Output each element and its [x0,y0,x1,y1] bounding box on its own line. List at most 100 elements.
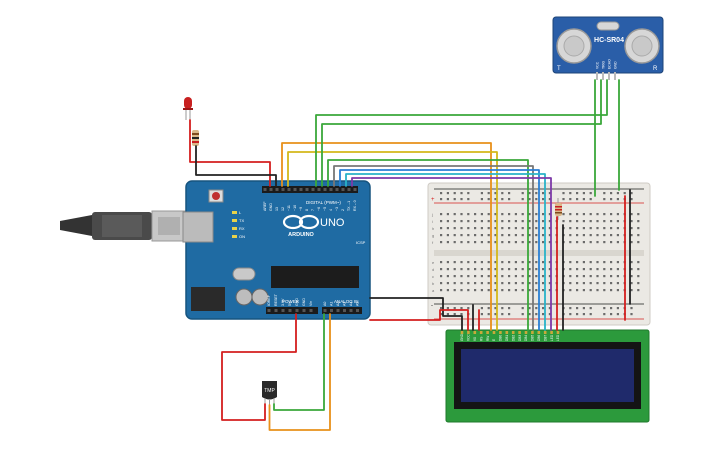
rail-hole [501,198,504,201]
terminal-hole [630,275,633,278]
terminal-hole [521,275,524,278]
rail-hole [446,307,449,310]
digital-pin-label: 2 [341,209,345,211]
lcd-pin-label: LED [556,334,560,341]
lcd-pin [531,331,534,334]
analog-pin-socket [330,309,333,312]
terminal-hole [508,275,511,278]
terminal-hole [610,268,613,271]
analog-in-label: ANALOG IN [334,299,359,304]
terminal-hole [603,227,606,230]
rail-hole [521,307,524,310]
terminal-hole [446,220,449,223]
wire-led-anode [195,145,277,187]
board-led [232,219,237,222]
terminal-hole [548,268,551,271]
rail-hole [508,192,511,195]
rail-hole [610,313,613,316]
terminal-hole [603,261,606,264]
terminal-hole [610,213,613,216]
terminal-hole [582,227,585,230]
lcd-pin-label: DB4 [524,335,528,341]
terminal-hole [440,227,443,230]
lcd-pin [518,331,521,334]
row-letter: i [432,219,433,224]
rail-hole [542,192,545,195]
terminal-hole [474,268,477,271]
rail-hole [535,198,538,201]
rail-hole [630,313,633,316]
terminal-hole [453,241,456,244]
terminal-hole [589,213,592,216]
wire-green-echo [321,79,602,187]
digital-pin-socket [263,188,267,191]
temp-sensor-label: TMP [264,388,275,394]
rail-hole [535,313,538,316]
terminal-hole [589,268,592,271]
terminal-hole [610,227,613,230]
terminal-hole [446,275,449,278]
terminal-hole [528,282,531,285]
arduino-uno-board: ARDUINO UNO DIGITAL (PWM~) POWER ANALOG … [182,180,371,320]
terminal-hole [480,275,483,278]
sensor-pin-label: TRIG [601,61,605,69]
terminal-hole [569,227,572,230]
terminal-hole [582,213,585,216]
analog-pin-label: A0 [323,302,327,306]
row-letter: a [432,288,435,293]
terminal-hole [637,282,640,285]
lcd-pin [505,331,509,334]
rail-hole [589,313,592,316]
digital-pin-socket [341,188,345,191]
power-pin-socket [274,309,278,312]
terminal-hole [467,289,470,292]
analog-pin-socket [336,309,340,312]
terminal-hole [576,282,579,285]
terminal-hole [582,220,585,223]
terminal-hole [548,227,551,230]
terminal-hole [508,227,511,230]
terminal-hole [474,213,477,216]
terminal-hole [582,275,585,278]
terminal-hole [494,213,497,216]
lcd-pin-label: DB5 [531,335,535,341]
terminal-hole [603,220,606,223]
terminal-hole [542,282,545,285]
terminal-hole [514,261,517,264]
terminal-hole [467,241,470,244]
sensor-pin-label: ECHO [607,59,611,69]
capacitor [251,288,269,306]
lcd-pin [479,331,483,334]
sensor-pin-label: VCC [595,61,599,69]
terminal-hole [596,275,599,278]
rail-hole [603,198,606,201]
terminal-hole [576,213,579,216]
terminal-hole [521,268,524,271]
lcd-pin [492,331,496,334]
digital-pin-socket [311,188,315,191]
rail-hole [576,307,579,310]
terminal-hole [460,213,463,216]
terminal-hole [548,275,551,278]
rail-hole [542,307,545,310]
terminal-hole [637,261,640,264]
terminal-hole [494,220,497,223]
lcd-pin [499,331,502,334]
terminal-hole [508,213,511,216]
terminal-hole [501,241,504,244]
terminal-hole [589,220,592,223]
terminal-hole [467,268,470,271]
rail-hole [460,192,463,195]
terminal-hole [508,234,511,237]
terminal-hole [467,275,470,278]
terminal-hole [501,261,504,264]
temperature-sensor: TMP [262,381,277,405]
terminal-hole [528,227,531,230]
rail-hole [501,192,504,195]
rail-hole [582,198,585,201]
terminal-hole [589,227,592,230]
terminal-hole [562,213,565,216]
terminal-hole [542,268,545,271]
